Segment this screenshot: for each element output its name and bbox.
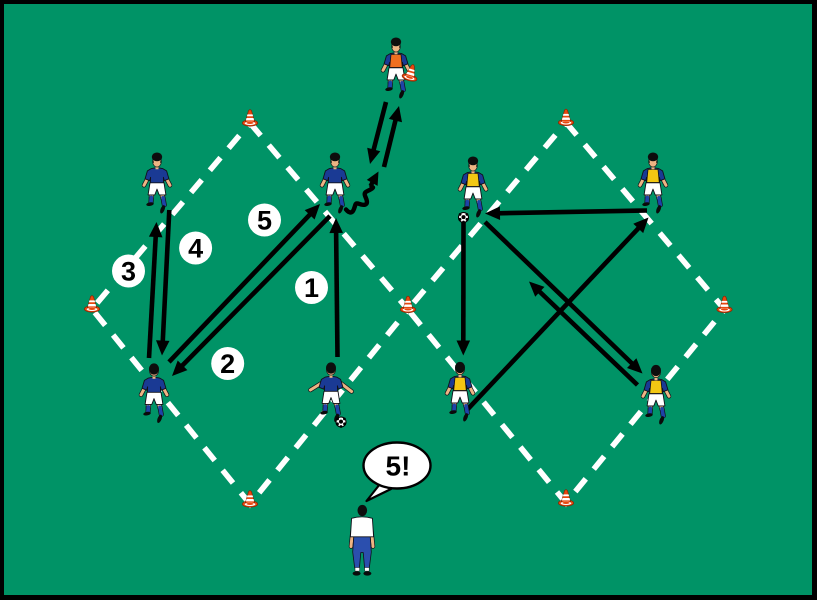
svg-text:3: 3: [121, 257, 136, 287]
svg-text:4: 4: [188, 234, 203, 264]
svg-text:2: 2: [220, 349, 235, 379]
svg-text:5: 5: [257, 206, 272, 236]
svg-text:5!: 5!: [386, 451, 411, 482]
svg-text:1: 1: [304, 273, 319, 303]
